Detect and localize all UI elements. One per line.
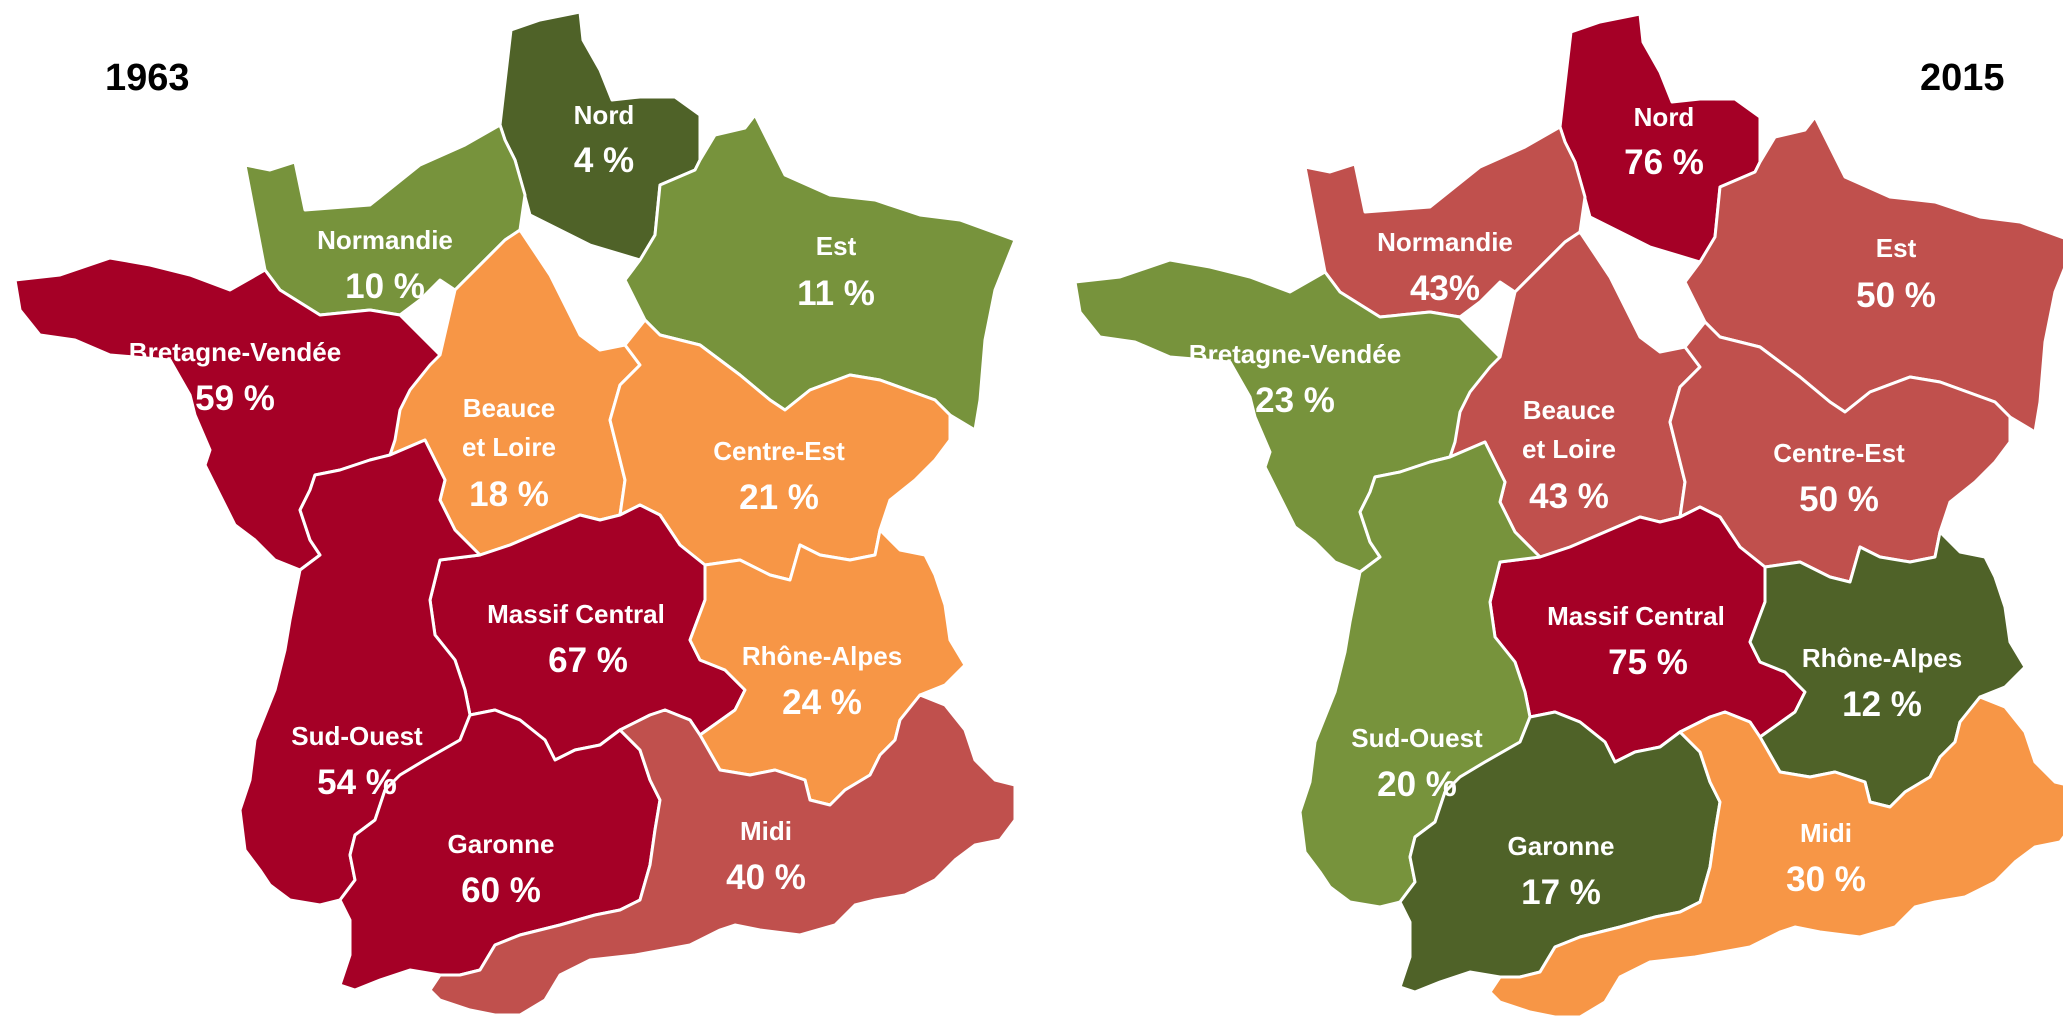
region-midi[interactable] <box>1488 695 2063 1019</box>
region-label-beauce-line2: et Loire <box>462 432 556 462</box>
region-label-massif: Massif Central <box>1547 601 1725 631</box>
region-value-est: 11 % <box>797 274 875 313</box>
region-value-massif: 67 % <box>548 641 628 680</box>
region-label-nord: Nord <box>1634 102 1695 132</box>
region-label-rhone: Rhône-Alpes <box>742 641 902 671</box>
region-value-rhone: 24 % <box>782 683 862 722</box>
region-value-normandie: 43% <box>1410 269 1480 308</box>
region-value-centre-est: 21 % <box>739 478 819 517</box>
region-value-est: 50 % <box>1856 276 1936 315</box>
region-label-beauce: Beauce <box>1523 395 1616 425</box>
region-value-nord: 4 % <box>574 141 634 180</box>
region-value-nord: 76 % <box>1624 143 1704 182</box>
map-1963: 1963 Nord 4 % Normandie 10 % Est 11 % Br… <box>13 10 1017 1017</box>
region-value-normandie: 10 % <box>345 267 425 306</box>
region-value-beauce: 43 % <box>1529 477 1609 516</box>
region-label-nord: Nord <box>574 100 635 130</box>
region-value-garonne: 17 % <box>1521 873 1601 912</box>
region-value-sud-ouest: 20 % <box>1377 765 1457 804</box>
region-label-beauce-line2: et Loire <box>1522 434 1616 464</box>
region-value-midi: 40 % <box>726 858 806 897</box>
region-value-bretagne: 23 % <box>1255 381 1335 420</box>
region-label-est: Est <box>816 231 857 261</box>
region-label-centre-est: Centre-Est <box>1773 438 1905 468</box>
region-label-beauce: Beauce <box>463 393 556 423</box>
region-value-bretagne: 59 % <box>195 379 275 418</box>
year-label-2015: 2015 <box>1920 57 2005 99</box>
region-label-massif: Massif Central <box>487 599 665 629</box>
region-label-garonne: Garonne <box>448 829 555 859</box>
region-label-midi: Midi <box>740 816 792 846</box>
region-label-bretagne: Bretagne-Vendée <box>129 337 341 367</box>
region-value-garonne: 60 % <box>461 871 541 910</box>
region-label-centre-est: Centre-Est <box>713 436 845 466</box>
region-label-normandie: Normandie <box>1377 227 1513 257</box>
region-label-bretagne: Bretagne-Vendée <box>1189 339 1401 369</box>
region-value-sud-ouest: 54 % <box>317 763 397 802</box>
map-2015: 2015 Nord 76 % Normandie 43% Est 50 % Br… <box>1073 12 2063 1019</box>
region-label-sud-ouest: Sud-Ouest <box>1351 723 1483 753</box>
region-value-massif: 75 % <box>1608 643 1688 682</box>
region-value-midi: 30 % <box>1786 860 1866 899</box>
region-label-est: Est <box>1876 233 1917 263</box>
region-label-midi: Midi <box>1800 818 1852 848</box>
region-label-garonne: Garonne <box>1508 831 1615 861</box>
year-label-1963: 1963 <box>105 57 190 99</box>
region-value-centre-est: 50 % <box>1799 480 1879 519</box>
region-value-beauce: 18 % <box>469 475 549 514</box>
region-value-rhone: 12 % <box>1842 685 1922 724</box>
region-midi[interactable] <box>428 693 1017 1017</box>
region-label-sud-ouest: Sud-Ouest <box>291 721 423 751</box>
region-label-rhone: Rhône-Alpes <box>1802 643 1962 673</box>
region-label-normandie: Normandie <box>317 225 453 255</box>
